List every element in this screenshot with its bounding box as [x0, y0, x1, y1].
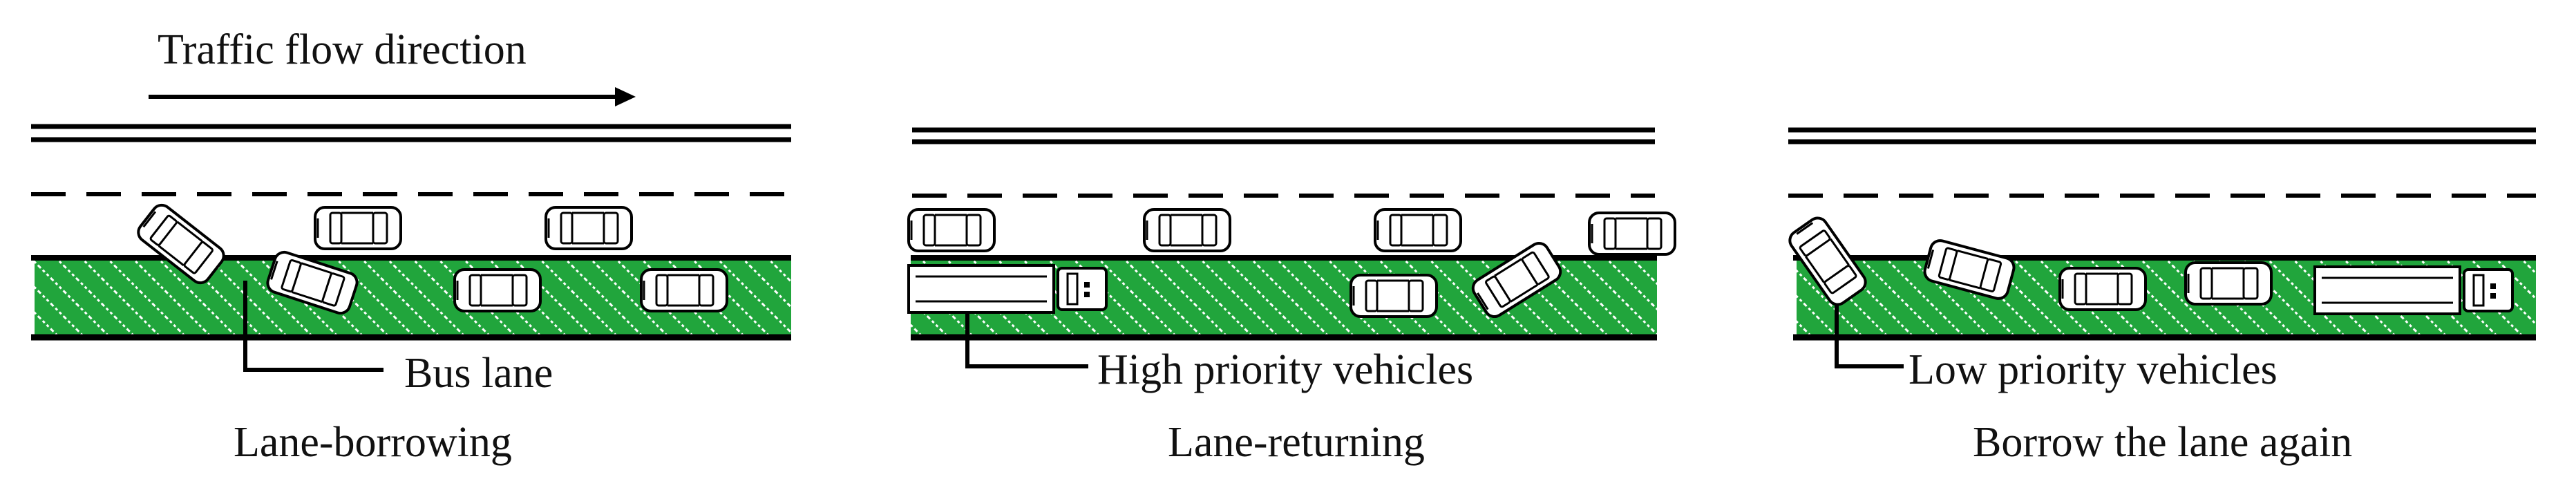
panel-borrow-again: Low priority vehicles Borrow the lane ag… — [1784, 127, 2536, 466]
car-icon — [1588, 212, 1676, 256]
right-arrow-icon — [149, 87, 636, 106]
truck-icon — [907, 264, 1108, 314]
car-icon — [1349, 274, 1438, 318]
callout-label: High priority vehicles — [1097, 346, 1473, 393]
panel-title: Lane-borrowing — [234, 419, 512, 466]
panel-title: Borrow the lane again — [1973, 419, 2352, 466]
car-icon — [640, 268, 728, 312]
panel-lane-returning: High priority vehicles Lane-returning — [907, 127, 1676, 466]
car-icon — [1143, 208, 1231, 252]
callout-label: Bus lane — [404, 350, 553, 397]
car-icon — [2058, 267, 2147, 311]
callout-label: Low priority vehicles — [1909, 346, 2277, 393]
callout-line — [243, 281, 383, 372]
car-icon — [1374, 208, 1462, 252]
panel-title: Lane-returning — [1168, 419, 1425, 466]
car-icon — [2184, 261, 2273, 306]
car-icon — [907, 208, 996, 252]
car-icon — [314, 206, 402, 250]
direction-label: Traffic flow direction — [158, 26, 527, 73]
car-icon — [544, 206, 633, 250]
callout-line — [1835, 304, 1904, 368]
panel-lane-borrowing: Bus lane Lane-borrowing — [31, 124, 791, 466]
truck-icon — [2313, 265, 2514, 315]
car-icon — [453, 268, 542, 312]
callout-line — [965, 311, 1088, 368]
